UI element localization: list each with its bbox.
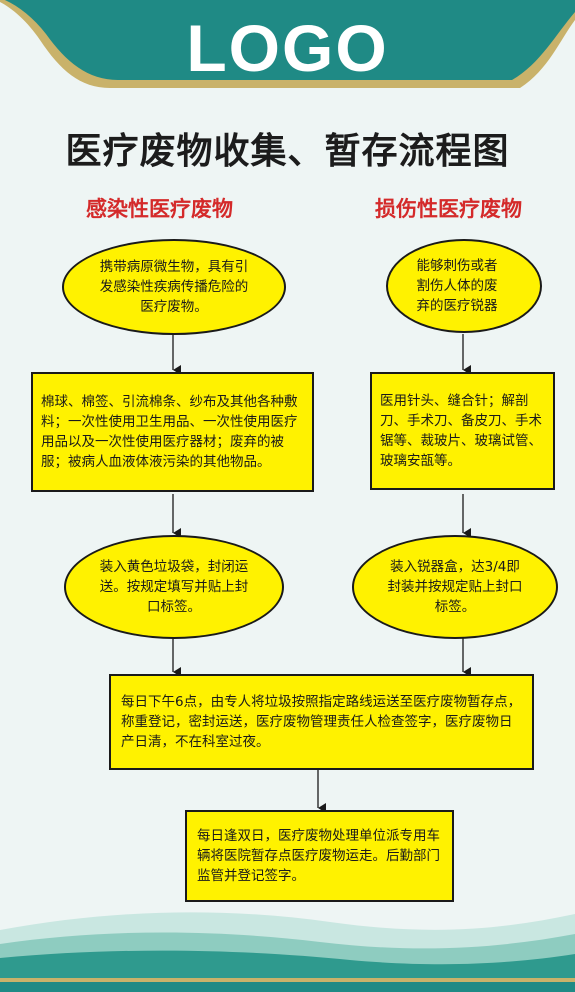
node-infectious-packing: 装入黄色垃圾袋，封闭运送。按规定填写并贴上封口标签。: [64, 535, 284, 639]
node-collection: 每日下午6点，由专人将垃圾按照指定路线运送至医疗废物暂存点，称重登记，密封运送，…: [109, 674, 534, 770]
category-sharps: 损伤性医疗废物: [375, 197, 522, 221]
page-title: 医疗废物收集、暂存流程图: [65, 131, 510, 172]
node-sharps-examples: 医用针头、缝合针；解剖刀、手术刀、备皮刀、手术锯等、裁玻片、玻璃试管、玻璃安瓿等…: [370, 372, 555, 490]
footer-waves: [0, 912, 575, 992]
node-sharps-packing: 装入锐器盒，达3/4即封装并按规定贴上封口标签。: [352, 535, 558, 639]
node-sharps-definition: 能够刺伤或者割伤人体的废弃的医疗锐器: [386, 239, 542, 333]
logo: LOGO: [186, 11, 389, 85]
category-infectious: 感染性医疗废物: [86, 197, 233, 221]
node-disposal: 每日逢双日，医疗废物处理单位派专用车辆将医院暂存点医疗废物运走。后勤部门监管并登…: [185, 810, 454, 902]
node-infectious-examples: 棉球、棉签、引流棉条、纱布及其他各种敷料；一次性使用卫生用品、一次性使用医疗用品…: [31, 372, 314, 492]
node-infectious-definition: 携带病原微生物，具有引发感染性疾病传播危险的医疗废物。: [62, 239, 286, 335]
header-banner: [0, 0, 575, 88]
